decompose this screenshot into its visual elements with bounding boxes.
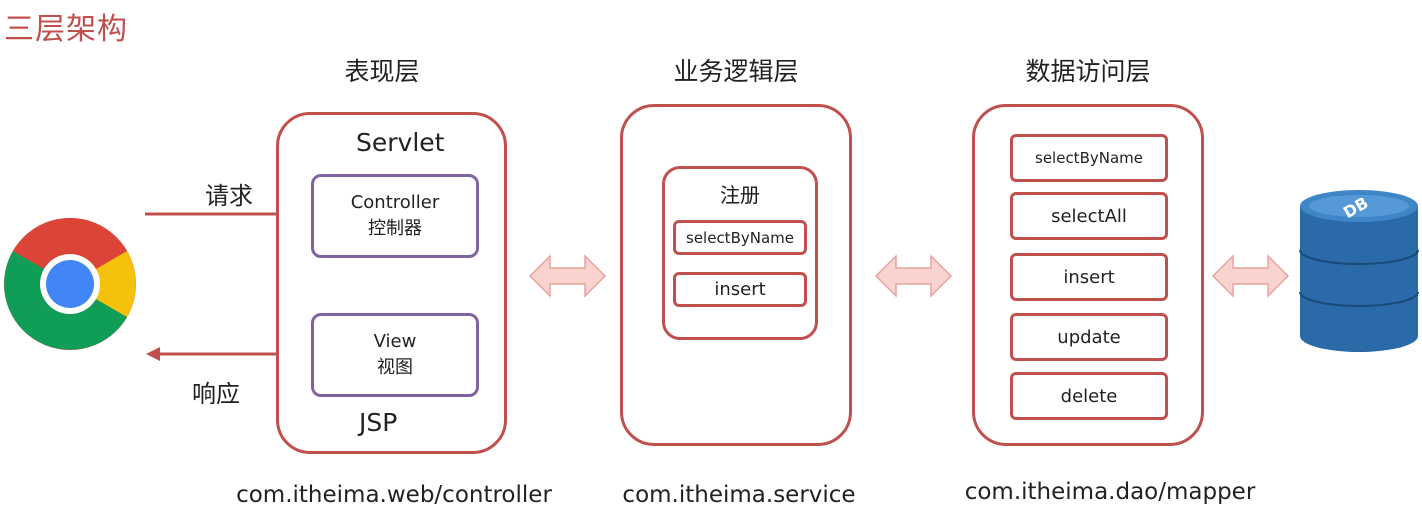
data-database-arrow <box>1211 254 1290 298</box>
chrome-icon <box>4 218 136 350</box>
business-data-arrow <box>874 254 953 298</box>
dao-method-delete: delete <box>1010 372 1168 420</box>
view-label-en: View <box>373 331 417 352</box>
business-method-insert: insert <box>673 272 807 307</box>
jsp-label: JSP <box>359 408 398 437</box>
controller-box: Controller 控制器 <box>311 174 479 258</box>
controller-label-en: Controller <box>350 192 440 213</box>
dao-method-update: update <box>1010 313 1168 361</box>
presentation-business-arrow <box>528 254 607 298</box>
request-label: 请求 <box>205 182 253 210</box>
dao-method-select-all: selectAll <box>1010 192 1168 240</box>
business-method-select-by-name: selectByName <box>673 220 807 255</box>
view-label-cn: 视图 <box>377 357 413 378</box>
controller-label-cn: 控制器 <box>368 218 422 239</box>
business-layer-title: 业务逻辑层 <box>673 57 799 86</box>
dao-method-insert: insert <box>1010 253 1168 301</box>
database-icon: DB <box>1299 190 1419 352</box>
presentation-layer-box <box>276 112 507 454</box>
dao-method-select-by-name: selectByName <box>1010 134 1168 182</box>
presentation-package: com.itheima.web/controller <box>236 482 552 508</box>
view-box: View 视图 <box>311 313 479 397</box>
servlet-label: Servlet <box>356 128 445 157</box>
data-access-layer-title: 数据访问层 <box>1025 57 1151 86</box>
business-package: com.itheima.service <box>622 482 856 508</box>
register-group-label: 注册 <box>720 183 760 207</box>
data-access-package: com.itheima.dao/mapper <box>964 479 1256 505</box>
presentation-layer-title: 表现层 <box>344 57 420 86</box>
response-label: 响应 <box>192 380 240 408</box>
diagram-title: 三层架构 <box>4 12 128 47</box>
